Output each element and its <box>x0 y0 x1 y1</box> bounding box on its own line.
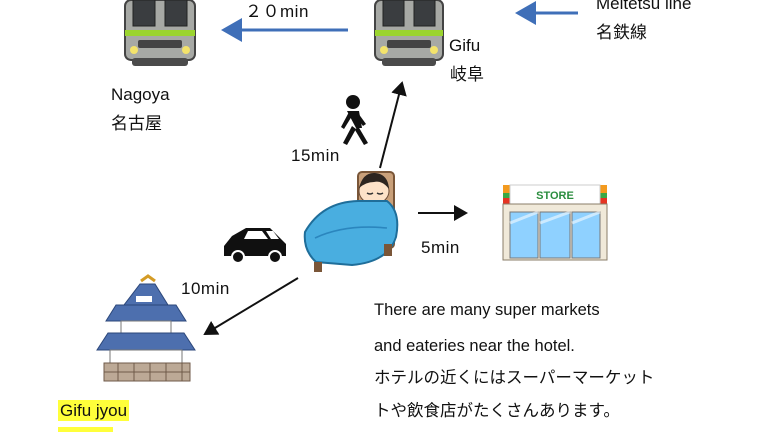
car-icon <box>224 228 286 264</box>
castle-icon <box>96 274 196 382</box>
hotel-note-line-2: and eateries near the hotel. <box>374 337 575 355</box>
arrow-hotel-to-gifu <box>379 81 407 169</box>
hotel-note-line-4: トや飲食店がたくさんあります。 <box>374 402 620 420</box>
walking-person-icon <box>341 95 368 145</box>
car-time-label: 10min <box>181 279 230 298</box>
gifu-castle-label: Gifu jyou <box>58 400 130 422</box>
hotel-note-line-3: ホテルの近くにはスーパーマーケット <box>374 369 655 387</box>
hotel-note-line-1: There are many super markets <box>374 301 600 319</box>
meitetsu-line-ja-label: 名鉄線 <box>596 23 647 42</box>
gifu-ja-label: 岐阜 <box>450 65 484 84</box>
sleeping-bed-icon <box>303 171 399 272</box>
gifu-label: Gifu <box>449 36 481 55</box>
nagoya-train-icon <box>124 0 196 66</box>
store-time-label: 5min <box>421 238 460 257</box>
nagoya-ja-label: 名古屋 <box>111 114 162 133</box>
nagoya-label: Nagoya <box>111 85 170 104</box>
convenience-store-icon: STORE <box>502 184 608 261</box>
nagoya-time-label: ２０min <box>245 2 309 21</box>
gifu-castle-highlight-underline <box>58 427 113 432</box>
walk-time-label: 15min <box>291 146 340 165</box>
store-sign-text: STORE <box>536 190 574 202</box>
meitetsu-line-label: Meitetsu line <box>596 0 692 13</box>
arrow-hotel-to-castle <box>203 277 299 336</box>
gifu-train-icon <box>374 0 444 66</box>
